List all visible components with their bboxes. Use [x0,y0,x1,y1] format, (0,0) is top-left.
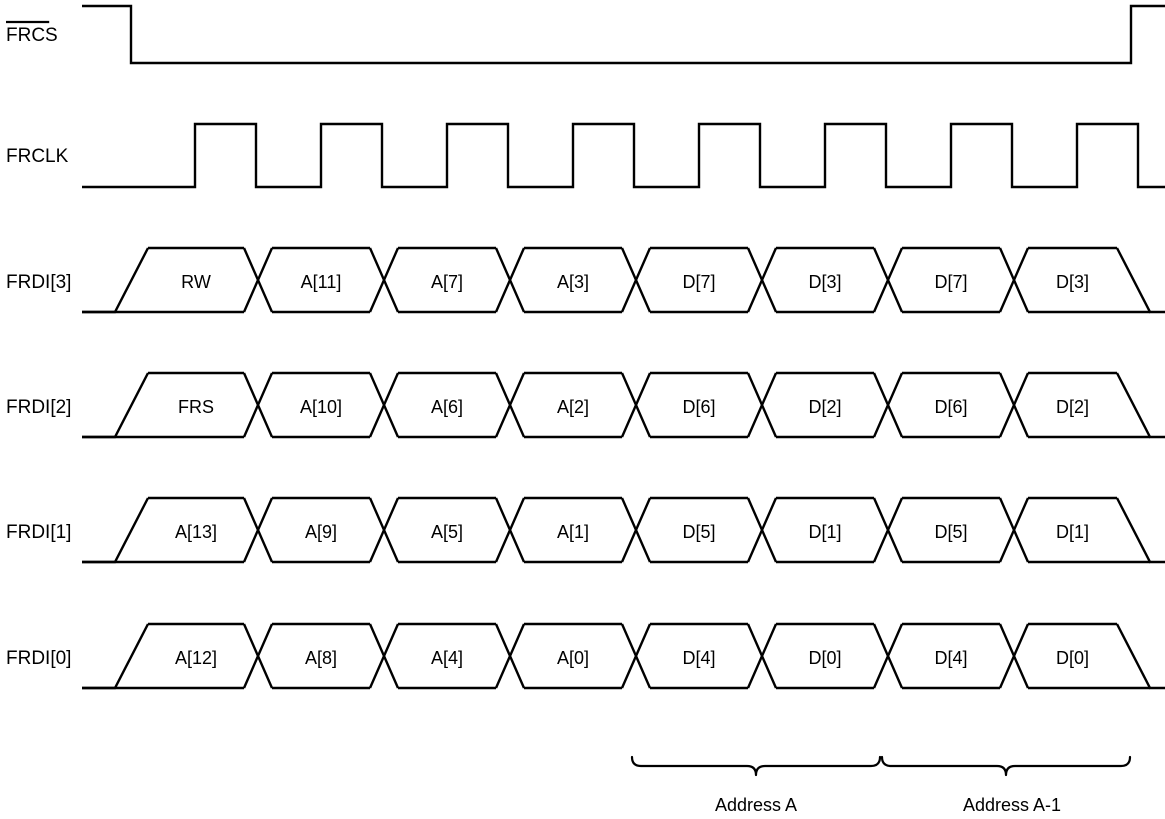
signal-label-frdi0: FRDI[0] [6,648,71,669]
bus-cell-frdi3-7: D[3] [1056,272,1089,292]
bus-cell-frdi2-6: D[6] [934,397,967,417]
bus-cell-frdi1-6: D[5] [934,522,967,542]
bus-cell-frdi3-0: RW [181,272,211,292]
waveform-frdi0-transitions [242,623,1030,689]
bus-cell-frdi0-4: D[4] [682,648,715,668]
bus-cell-frdi0-7: D[0] [1056,648,1089,668]
bus-cell-frdi3-2: A[7] [431,272,463,292]
bus-cell-frdi0-6: D[4] [934,648,967,668]
bus-cell-frdi3-5: D[3] [808,272,841,292]
signal-label-frclk: FRCLK [6,146,69,167]
bus-cell-frdi0-5: D[0] [808,648,841,668]
bus-cell-frdi3-1: A[11] [301,272,342,292]
bus-cell-frdi2-3: A[2] [557,397,589,417]
bus-cell-frdi2-7: D[2] [1056,397,1089,417]
waveform-frclk [82,122,1165,189]
address-a-bracket [630,755,882,777]
annotation-layer: Address A Address A-1 [6,20,1132,815]
bus-cell-frdi2-4: D[6] [682,397,715,417]
waveform-frdi3-transitions [242,247,1030,313]
address-a-bracket-label: Address A [715,795,797,815]
bus-cell-frdi3-6: D[7] [934,272,967,292]
signal-label-frdi3: FRDI[3] [6,272,71,293]
address-a-minus-1-bracket-label: Address A-1 [963,795,1061,815]
address-a-minus-1-bracket [880,755,1132,777]
bus-cell-frdi1-1: A[9] [305,522,337,542]
waveform-frcs [82,4,1165,65]
signal-label-frdi1: FRDI[1] [6,522,71,543]
bus-cell-frdi2-5: D[2] [808,397,841,417]
bus-cell-frdi2-1: A[10] [300,397,342,417]
bus-cell-frdi3-4: D[7] [682,272,715,292]
waveform-frdi3-top-rail [82,246,1165,314]
bus-cell-frdi1-0: A[13] [175,522,217,542]
bus-cell-frdi3-3: A[3] [557,272,589,292]
bus-cell-frdi2-0: FRS [178,397,214,417]
bus-cell-frdi0-2: A[4] [431,648,463,668]
bus-cell-frdi1-3: A[1] [557,522,589,542]
bus-cell-frdi1-5: D[1] [808,522,841,542]
bus-cell-label-layer: RW A[11] A[7] A[3] D[7] D[3] D[7] D[3] FRS A[10] A… [175,272,1089,668]
bus-cell-frdi2-2: A[6] [431,397,463,417]
waveform-layer [82,4,1165,690]
waveform-frdi0-top-rail [82,622,1165,690]
signal-label-column: FRCS FRCLK FRDI[3] FRDI[2] FRDI[1] FRDI[0] [6,25,71,669]
bus-cell-frdi0-1: A[8] [305,648,337,668]
waveform-frdi1-top-rail [82,496,1165,564]
waveform-frdi2-transitions [242,372,1030,438]
bus-cell-frdi1-2: A[5] [431,522,463,542]
bus-cell-frdi0-0: A[12] [175,648,217,668]
waveform-frdi1-transitions [242,497,1030,563]
bus-cell-frdi1-7: D[1] [1056,522,1089,542]
signal-label-frcs: FRCS [6,25,58,46]
bus-cell-frdi0-3: A[0] [557,648,589,668]
signal-label-frdi2: FRDI[2] [6,397,71,418]
bus-cell-frdi1-4: D[5] [682,522,715,542]
waveform-frdi2-top-rail [82,371,1165,439]
